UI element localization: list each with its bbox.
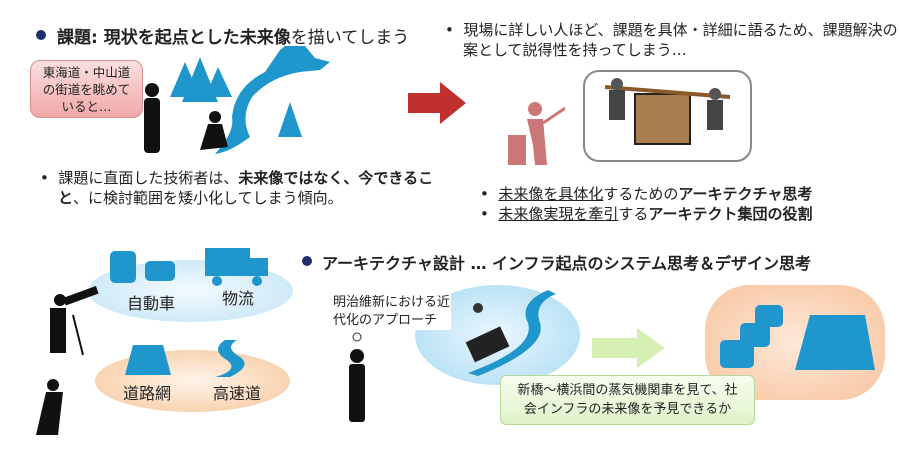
river-icon <box>215 46 330 154</box>
section-title-architecture: アーキテクチャ設計 … インフラ起点のシステム思考＆デザイン思考 <box>322 254 812 273</box>
thinking-person-icon <box>349 332 365 422</box>
conclusion-item: • 未来像実現を牽引するアーキテクト集団の役割 <box>480 205 813 223</box>
future-traffic-illustration <box>720 305 875 370</box>
vehicle-icons <box>110 248 268 286</box>
bold: アーキテクチャ思考 <box>678 185 813 203</box>
road-icons <box>125 340 245 377</box>
section-title-problem: 課題: 現状を起点とした未来像を描いてしまう <box>57 23 409 48</box>
text: 現場に詳しい人ほど、課題を具体・詳細に語るため、課題解決の案として説得性を持って… <box>463 21 898 59</box>
meiji-label: 明治維新における近代化のアプローチ <box>333 294 451 330</box>
text-b: 未来像ではなく、今できること <box>58 169 434 207</box>
underlined: 未来像を具体化 <box>498 185 604 203</box>
conclusion-item: • 未来像を具体化するためのアーキテクチャ思考 <box>480 185 813 203</box>
road-ellipse <box>95 350 290 412</box>
bullet-dot <box>36 30 46 40</box>
title-bold: 課題: 現状を起点とした未来像 <box>57 28 291 48</box>
speech-bubble <box>583 70 752 162</box>
underlined: 未来像実現を牽引 <box>498 205 619 223</box>
plain: するための <box>603 185 679 203</box>
bullet-engineer-tendency: • 課題に直面した技術者は、未来像ではなく、今できること、に検討範囲を矮小化して… <box>40 169 434 207</box>
label-expressway: 高速道 <box>213 384 262 403</box>
conclusion-list: • 未来像を具体化するためのアーキテクチャ思考 • 未来像実現を牽引するアーキテ… <box>480 184 813 224</box>
steam-train-illustration <box>465 290 556 376</box>
presenter-figure-icon <box>508 102 565 165</box>
bold: アーキテクト集団の役割 <box>648 205 813 223</box>
label-automobile: 自動車 <box>127 294 176 313</box>
bullet-dot <box>302 256 312 266</box>
person-icons <box>144 83 228 153</box>
label-logistics: 物流 <box>222 289 255 308</box>
bullet-field-expert: • 現場に詳しい人ほど、課題を具体・詳細に語るため、課題解決の案として説得性を持… <box>445 21 898 59</box>
steam-locomotive-note: 新橋～横浜間の蒸気機関車を見て、社会インフラの未来像を予見できるか <box>500 375 755 425</box>
tree-icons <box>170 57 302 137</box>
red-arrow-icon <box>408 82 466 124</box>
label-road-network: 道路網 <box>123 384 172 403</box>
text-a: 課題に直面した技術者は、 <box>58 169 239 187</box>
callout-box: 東海道・中山道の街道を眺めていると… <box>30 60 143 118</box>
observer-figures <box>36 286 99 435</box>
text-c: 、に検討範囲を矮小化してしまう傾向。 <box>73 189 343 207</box>
palanquin-illustration <box>604 78 731 145</box>
title-rest: を描いてしまう <box>290 28 410 48</box>
green-arrow-icon <box>592 328 665 368</box>
river-trees-illustration <box>144 46 330 154</box>
plain: する <box>618 205 649 223</box>
